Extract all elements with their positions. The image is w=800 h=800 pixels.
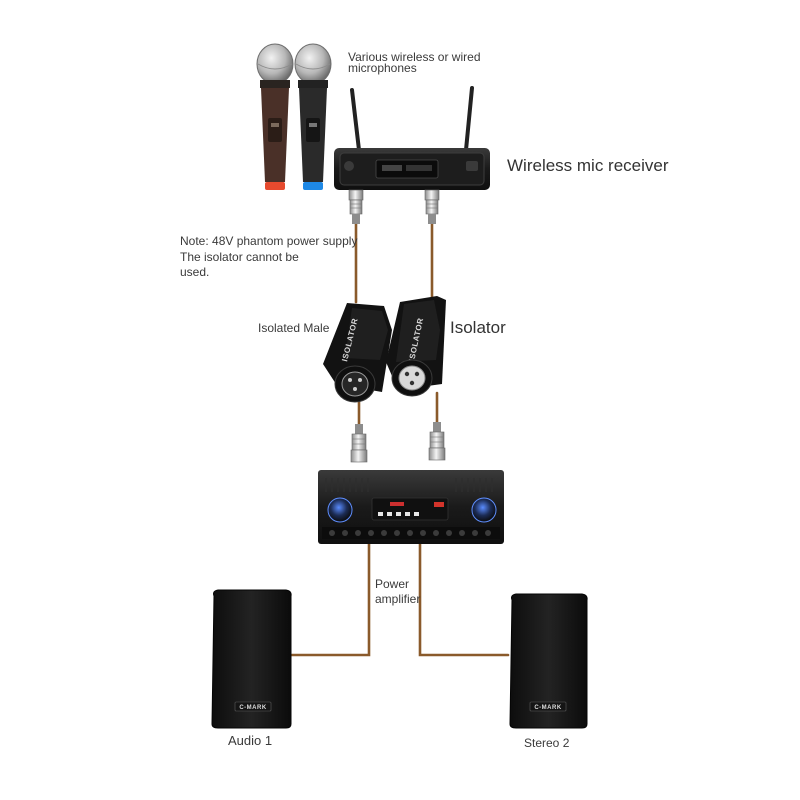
phantom-power-note-line1: Note: 48V phantom power supply xyxy=(180,234,358,248)
power-amplifier xyxy=(318,470,504,544)
speaker-audio1: C-MARK xyxy=(211,589,292,729)
isolator-left-male: ISOLATOR xyxy=(323,303,392,403)
xlr-plug-receiver-left xyxy=(348,189,364,224)
power-amplifier-label: Power amplifier xyxy=(375,577,420,607)
power-amplifier-label-line2: amplifier xyxy=(375,592,421,606)
xlr-plug-amp-right xyxy=(428,422,446,461)
speaker-stereo2-brand: C-MARK xyxy=(534,705,561,711)
speaker-audio1-brand: C-MARK xyxy=(239,705,266,711)
xlr-plug-receiver-right xyxy=(424,189,440,224)
receiver-label: Wireless mic receiver xyxy=(507,156,669,175)
wireless-mic-receiver xyxy=(334,86,490,190)
stereo2-label: Stereo 2 xyxy=(524,736,570,750)
power-amplifier-label-line1: Power xyxy=(375,577,410,591)
cable-amp-to-stereo2 xyxy=(418,541,510,657)
phantom-power-note-line2: The isolator cannot be xyxy=(180,249,299,264)
microphones-label-line1: Various wireless or wired xyxy=(348,50,481,64)
audio1-label: Audio 1 xyxy=(228,733,273,748)
cables xyxy=(290,220,510,657)
phantom-power-note: Note: 48V phantom power supply The isola… xyxy=(180,234,357,281)
microphones-label: Various wireless or wired microphones xyxy=(348,50,481,75)
microphone-right xyxy=(294,43,332,190)
phantom-power-note-line3: used. xyxy=(180,265,210,279)
microphones-label-line2: microphones xyxy=(348,61,417,75)
isolated-male-label: Isolated Male xyxy=(258,321,330,335)
isolator-label: Isolator xyxy=(450,318,506,337)
cable-amp-to-audio1 xyxy=(290,541,371,657)
isolator-right-female: ISOLATOR xyxy=(386,296,446,397)
microphone-left xyxy=(256,43,294,190)
xlr-plug-amp-left xyxy=(350,424,368,463)
speaker-stereo2: C-MARK xyxy=(509,593,588,729)
